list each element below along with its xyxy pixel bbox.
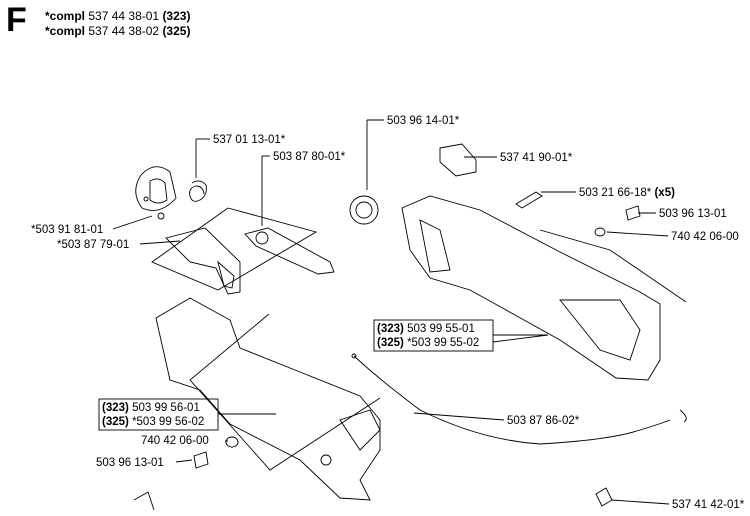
assembly-outline-right bbox=[539, 229, 687, 303]
leader-line bbox=[139, 240, 181, 245]
assembly-outline-lower bbox=[189, 313, 381, 471]
header-prefix: *compl bbox=[45, 24, 86, 38]
part-number: *503 99 55-02 bbox=[407, 337, 480, 349]
part-label: 503 96 13-01 bbox=[96, 457, 164, 469]
ring-part bbox=[349, 195, 379, 225]
handle-body-detail bbox=[559, 299, 641, 361]
model-number: (325) bbox=[102, 416, 129, 428]
header-model: (325) bbox=[162, 24, 191, 38]
part-number: 503 21 66-18* bbox=[579, 187, 652, 199]
model-number: (323) bbox=[377, 323, 404, 335]
quantity: (x5) bbox=[654, 187, 675, 199]
part-label: 537 01 13-01* bbox=[213, 134, 286, 146]
throttle-lever-part bbox=[244, 227, 335, 275]
part-label: *503 87 79-01 bbox=[57, 239, 130, 251]
leader-line bbox=[492, 334, 549, 343]
leader-line bbox=[175, 459, 193, 463]
label-box-handle bbox=[373, 319, 494, 352]
part-label: 503 87 86-02* bbox=[507, 415, 580, 427]
screw-part bbox=[515, 191, 543, 209]
spring-part bbox=[189, 180, 207, 202]
lockout-lever-part bbox=[217, 260, 235, 289]
handle-shell-detail bbox=[339, 409, 381, 451]
cable-end-part bbox=[351, 353, 357, 359]
bracket-hole bbox=[143, 196, 149, 202]
header-model: (323) bbox=[162, 9, 191, 23]
part-number: *503 99 56-02 bbox=[132, 416, 205, 428]
header-line-1: *compl 537 44 38-01 (323) bbox=[45, 9, 190, 24]
handle-body-part bbox=[401, 195, 661, 381]
part-number: 503 99 55-01 bbox=[407, 323, 475, 335]
screw-part bbox=[625, 205, 641, 221]
header-prefix: *compl bbox=[45, 9, 86, 23]
part-label: 503 87 80-01* bbox=[273, 151, 346, 163]
handle-shell-hole bbox=[320, 454, 332, 466]
handle-body-detail bbox=[419, 219, 451, 273]
model-number: (323) bbox=[102, 402, 129, 414]
part-label: *503 91 81-01 bbox=[31, 224, 104, 236]
throttle-cable-part bbox=[353, 355, 671, 445]
part-number: 503 99 56-01 bbox=[132, 402, 200, 414]
leader-line bbox=[611, 499, 670, 505]
header-part-number: 537 44 38-01 bbox=[88, 9, 160, 23]
cable-end-part bbox=[679, 409, 687, 423]
part-label: 503 96 14-01* bbox=[387, 115, 460, 127]
header-part-number: 537 44 38-02 bbox=[88, 24, 160, 38]
section-letter: F bbox=[6, 1, 27, 39]
part-label: 740 42 06-00 bbox=[141, 435, 209, 447]
washer-part bbox=[594, 227, 606, 237]
washer-part bbox=[225, 436, 239, 448]
part-label: 537 41 42-01* bbox=[672, 499, 745, 511]
partial-part bbox=[133, 491, 155, 511]
lever-pivot bbox=[255, 231, 269, 245]
part-label: 503 21 66-18* (x5) bbox=[579, 186, 675, 200]
part-label: (325) *503 99 56-02 bbox=[102, 415, 204, 429]
label-box-handle-shell bbox=[98, 398, 219, 431]
part-label: 537 41 90-01* bbox=[500, 152, 573, 164]
screw-part bbox=[193, 451, 209, 469]
bracket-part bbox=[149, 178, 168, 204]
part-label: (325) *503 99 55-02 bbox=[377, 336, 479, 350]
lockout-lever-part bbox=[165, 227, 241, 295]
handle-shell-part bbox=[155, 297, 381, 501]
cable-fitting-part bbox=[595, 487, 613, 507]
ring-part bbox=[355, 201, 373, 219]
part-label: (323) 503 99 55-01 bbox=[377, 322, 475, 336]
bracket-hole bbox=[157, 212, 165, 220]
part-label: (323) 503 99 56-01 bbox=[102, 401, 200, 415]
assembly-outline-left bbox=[151, 207, 318, 291]
part-label: 740 42 06-00 bbox=[671, 231, 739, 243]
part-label: 503 96 13-01 bbox=[659, 208, 727, 220]
model-number: (325) bbox=[377, 337, 404, 349]
header-line-2: *compl 537 44 38-02 (325) bbox=[45, 24, 190, 39]
bracket-part bbox=[135, 166, 177, 211]
leader-line bbox=[112, 215, 153, 230]
stop-switch-part bbox=[439, 143, 477, 177]
leader-line bbox=[606, 231, 669, 237]
